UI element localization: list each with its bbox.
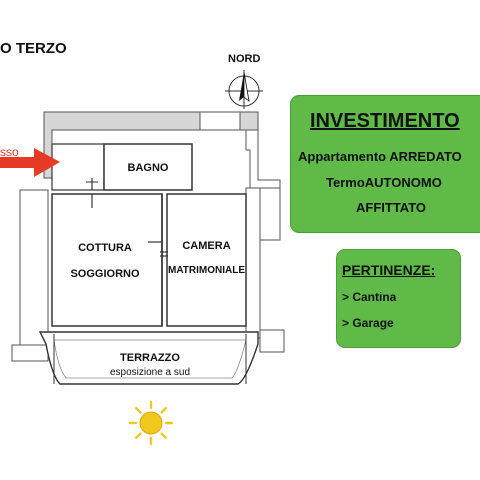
entrance-hall <box>51 143 105 191</box>
soggiorno-label: SOGGIORNO <box>70 268 140 280</box>
entry-arrow-icon <box>0 148 60 177</box>
bagno-room <box>103 143 193 191</box>
left-wall <box>19 189 49 353</box>
investimento-line: Appartamento ARREDATO <box>298 149 462 164</box>
investimento-title: INVESTIMENTO <box>310 110 460 132</box>
camera-label: CAMERA <box>182 240 231 252</box>
terrazzo-label: TERRAZZO <box>120 352 180 364</box>
investimento-line: AFFITTATO <box>356 200 427 215</box>
pertinenze-title: PERTINENZE: <box>342 262 436 278</box>
terrazzo-area <box>38 331 259 385</box>
pertinenze-item: > Garage <box>342 316 394 330</box>
investimento-line: TermoAUTONOMO <box>326 175 442 190</box>
soggiorno-room <box>51 193 163 327</box>
right-wall <box>245 187 261 339</box>
investimento-panel <box>290 95 480 233</box>
cottura-label: COTTURA <box>78 242 132 254</box>
terrazzo-sub-label: esposizione a sud <box>109 367 191 378</box>
camera-room <box>166 193 247 327</box>
floor-title: O TERZO <box>0 40 67 57</box>
pertinenze-panel <box>336 249 461 348</box>
compass-icon <box>225 70 263 109</box>
pertinenze-item: > Cantina <box>342 290 397 304</box>
matrimoniale-label: MATRIMONIALE <box>167 265 246 276</box>
entry-label: sso <box>0 145 19 159</box>
compass-label: NORD <box>228 53 261 65</box>
sun-icon <box>128 400 174 446</box>
bagno-label: BAGNO <box>127 162 169 174</box>
